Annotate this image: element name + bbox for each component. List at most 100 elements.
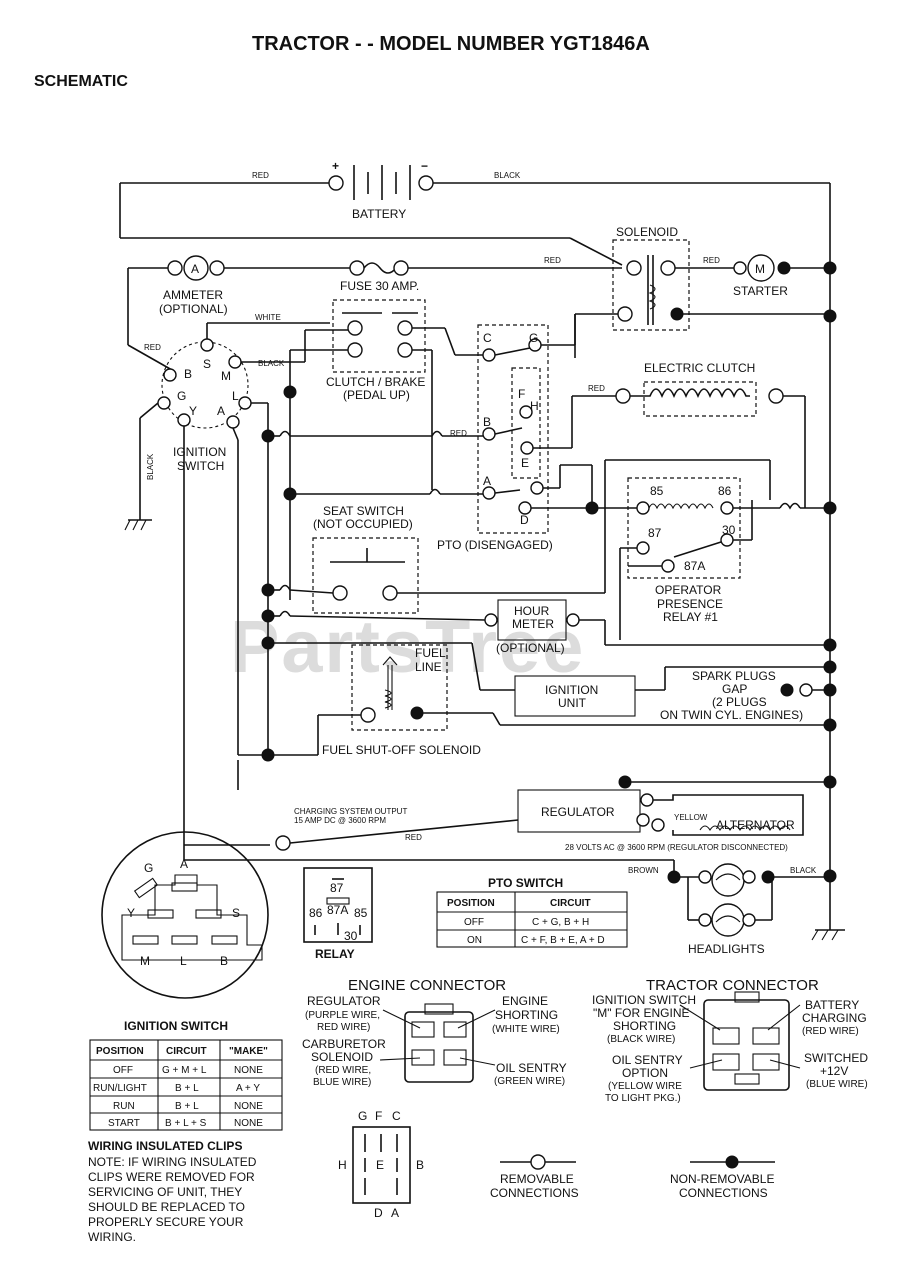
battery: + − BATTERY RED BLACK (119, 159, 831, 268)
fuel-shutoff-solenoid: FUEL LINE FUEL SHUT-OFF SOLENOID (268, 644, 830, 757)
engine-shorting-3: (WHITE WIRE) (492, 1024, 560, 1035)
electric-clutch: ELECTRIC CLUTCH (615, 361, 806, 508)
wire-label-red-4: RED (703, 256, 720, 265)
regulator: REGULATOR ALTERNATOR YELLOW CHARGING SYS… (184, 760, 830, 852)
ign-term-l: L (232, 389, 239, 403)
headlights: BROWN BLACK HEADLIGHTS (183, 845, 830, 956)
tractor-oil-2: OPTION (622, 1066, 668, 1080)
wire-label-red-2: RED (144, 343, 161, 352)
relay-pin-87: 87 (648, 526, 662, 540)
wiring-clips-note: WIRING INSULATED CLIPS NOTE: IF WIRING I… (88, 1139, 257, 1244)
pto-term-b: B (483, 415, 491, 429)
clutch-brake-label: CLUTCH / BRAKE (326, 375, 425, 389)
relay-label-3: RELAY #1 (663, 610, 718, 624)
starter-symbol: M (755, 262, 765, 276)
hour-meter-label-2: METER (512, 617, 554, 631)
headlights-label: HEADLIGHTS (688, 942, 765, 956)
clutch-brake-switch: CLUTCH / BRAKE (PEDAL UP) (283, 299, 484, 600)
spark-plugs-label-2: GAP (722, 682, 747, 696)
pto-table-header-circuit: CIRCUIT (550, 898, 591, 909)
relay-box-85: 85 (354, 906, 368, 920)
spark-plugs-label-4: ON TWIN CYL. ENGINES) (660, 708, 803, 722)
clips-title: WIRING INSULATED CLIPS (88, 1139, 242, 1153)
legend-nonremovable-2: CONNECTIONS (679, 1186, 768, 1200)
face-letter-y: Y (127, 906, 135, 920)
ign-row4-c2: B + L + S (165, 1118, 207, 1129)
tractor-ign-2: "M" FOR ENGINE (593, 1006, 690, 1020)
relay-box-label: RELAY (315, 947, 355, 961)
pto-pin-a: A (391, 1206, 399, 1220)
wire-label-red-3: RED (544, 256, 561, 265)
ign-row3-c2: B + L (175, 1101, 199, 1112)
ignition-unit: IGNITION UNIT SPARK PLUGS GAP (2 PLUGS O… (514, 666, 830, 722)
ign-table-h3: "MAKE" (229, 1046, 268, 1057)
relay-box-87: 87 (330, 881, 344, 895)
wire-label-red-6: RED (588, 384, 605, 393)
engine-oil-2: (GREEN WIRE) (494, 1076, 565, 1087)
ground-bus (811, 261, 845, 941)
solenoid-label: SOLENOID (616, 225, 678, 239)
pto-term-a: A (483, 474, 491, 488)
ignition-unit-label-2: UNIT (558, 696, 587, 710)
pto-term-d: D (520, 513, 529, 527)
ign-row2-c1: RUN/LIGHT (93, 1083, 147, 1094)
engine-regulator-2: (PURPLE WIRE, (305, 1010, 380, 1021)
wire-label-black-3: BLACK (258, 359, 285, 368)
face-letter-a: A (180, 857, 188, 871)
pto-term-f: F (518, 387, 525, 401)
battery-plus: + (332, 159, 339, 173)
clips-note-5: PROPERLY SECURE YOUR (88, 1215, 244, 1229)
clips-note-6: WIRING. (88, 1230, 136, 1244)
ignition-switch: S M B G Y A L IGNITION SWITCH BLACK BLAC… (124, 313, 350, 845)
ammeter-symbol: A (191, 262, 199, 276)
ign-row2-c3: A + Y (236, 1083, 260, 1094)
wire-label-black-4: BLACK (790, 866, 817, 875)
removable-connection-icon (530, 1154, 546, 1170)
seat-switch-sub: (NOT OCCUPIED) (313, 517, 413, 531)
page-subtitle: SCHEMATIC (34, 73, 128, 90)
fuse: FUSE 30 AMP. RED (224, 256, 622, 293)
pto-pin-b: B (416, 1158, 424, 1172)
ign-table-h2: CIRCUIT (166, 1046, 207, 1057)
pto-term-h: H (530, 399, 539, 413)
pto-table-header-position: POSITION (447, 898, 495, 909)
ign-term-g: G (177, 389, 186, 403)
spark-plugs-label-1: SPARK PLUGS (692, 669, 776, 683)
non-removable-connection-icon (725, 1155, 739, 1169)
relay-label-2: PRESENCE (657, 597, 723, 611)
charging-note-1: CHARGING SYSTEM OUTPUT (294, 807, 407, 816)
starter: M STARTER RED (675, 254, 830, 298)
fuel-solenoid-label: FUEL SHUT-OFF SOLENOID (322, 743, 481, 757)
ignition-switch-face: G A Y S M L B (101, 831, 269, 999)
pto-pin-e: E (376, 1158, 384, 1172)
ign-row3-c3: NONE (234, 1101, 263, 1112)
hour-meter-label-1: HOUR (514, 604, 550, 618)
tractor-ign-4: (BLACK WIRE) (607, 1034, 675, 1045)
seat-switch-label: SEAT SWITCH (323, 504, 404, 518)
ignition-unit-label-1: IGNITION (545, 683, 598, 697)
fuel-line-label-2: LINE (415, 660, 442, 674)
engine-shorting-1: ENGINE (502, 994, 548, 1008)
clips-note-3: SERVICING OF UNIT, THEY (88, 1185, 242, 1199)
pto-term-e: E (521, 456, 529, 470)
tractor-connector-title: TRACTOR CONNECTOR (646, 977, 819, 994)
legend-nonremovable-1: NON-REMOVABLE (670, 1172, 774, 1186)
tractor-batt-1: BATTERY (805, 998, 859, 1012)
relay-pin-85: 85 (650, 484, 664, 498)
solenoid: SOLENOID (574, 225, 830, 358)
relay-diagram: 87 86 87A 85 30 RELAY (303, 867, 373, 961)
engine-carb-3: (RED WIRE, (315, 1065, 371, 1076)
engine-regulator-3: RED WIRE) (317, 1022, 370, 1033)
ign-term-y: Y (189, 404, 197, 418)
wire-label-brown: BROWN (628, 866, 659, 875)
face-letter-g: G (144, 861, 153, 875)
battery-label: BATTERY (352, 207, 406, 221)
hour-meter: HOUR METER (OPTIONAL) (268, 599, 830, 691)
ammeter: A AMMETER (OPTIONAL) RED (127, 255, 228, 371)
face-letter-l: L (180, 954, 187, 968)
clips-note-1: NOTE: IF WIRING INSULATED (88, 1155, 257, 1169)
tractor-sw-1: SWITCHED (804, 1051, 868, 1065)
ign-switch-label-2: SWITCH (177, 459, 224, 473)
relay-pin-30: 30 (722, 523, 736, 537)
ign-term-a: A (217, 404, 225, 418)
